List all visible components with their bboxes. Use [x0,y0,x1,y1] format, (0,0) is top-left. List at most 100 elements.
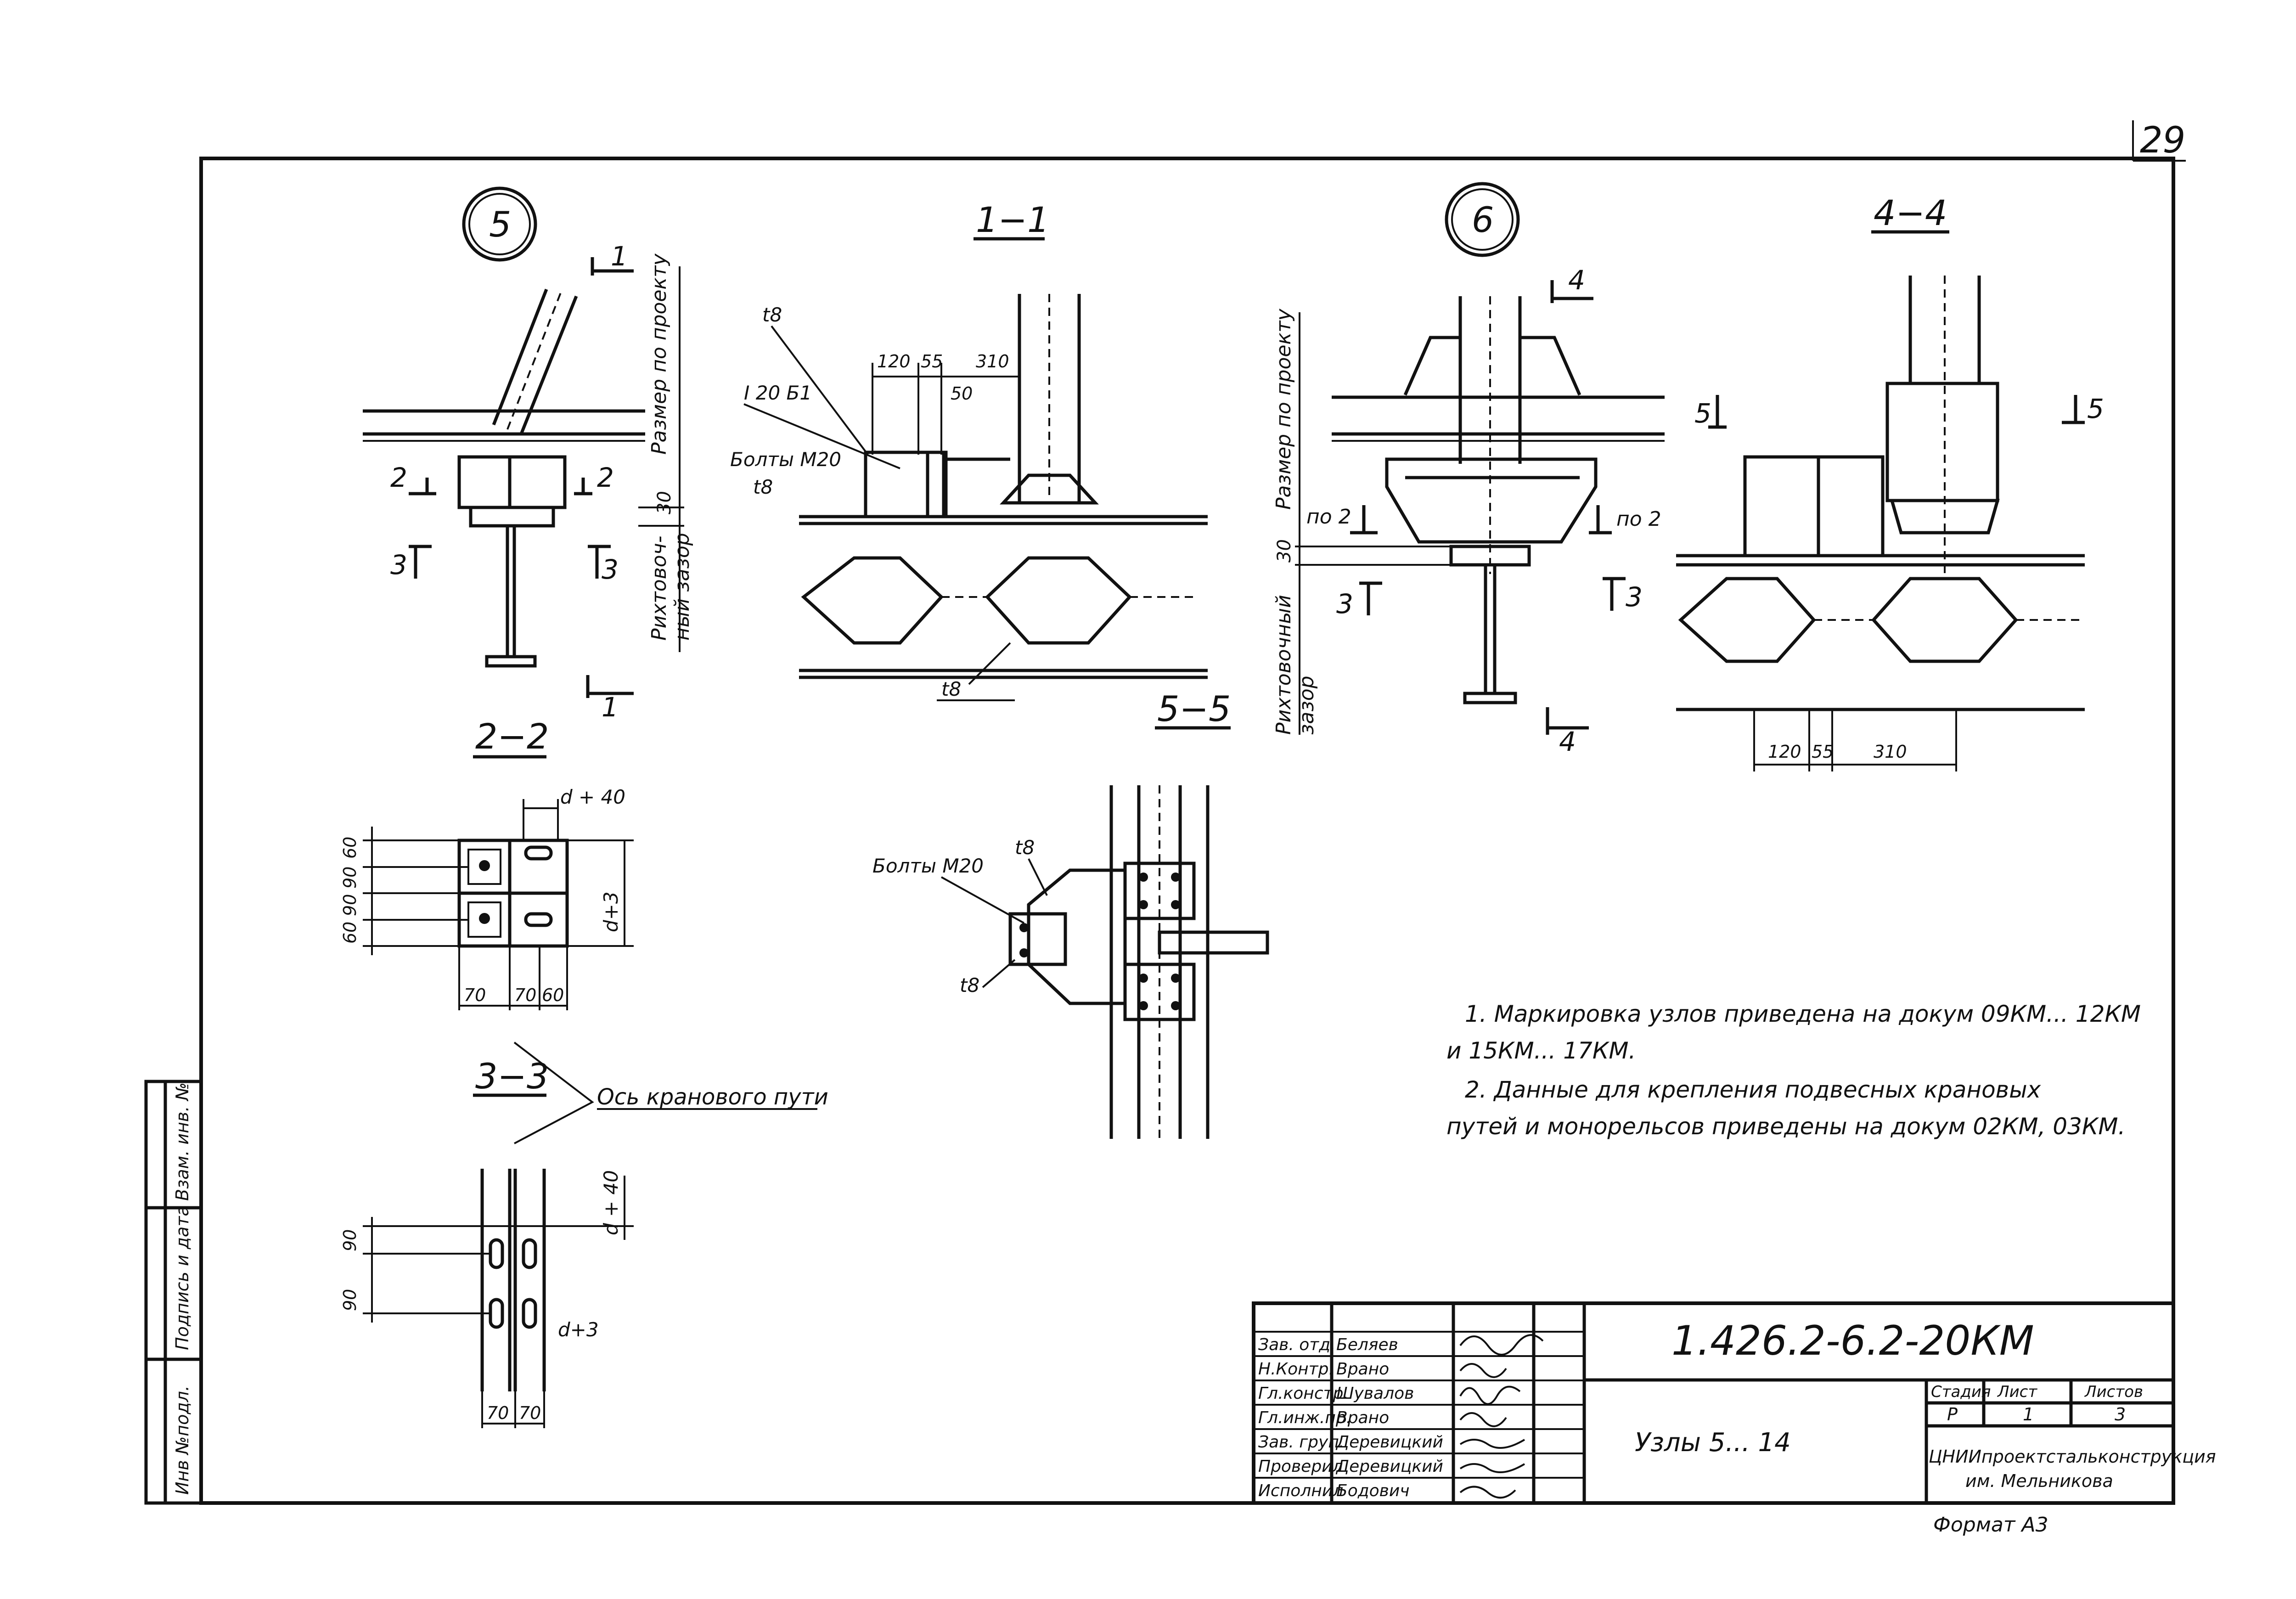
stage-value: Р [1947,1404,1958,1424]
sec44-d120: 120 [1768,742,1801,762]
page-number: 29 [2140,120,2185,161]
section-2-2-plate: 60 90 90 60 70 70 60 d + 40 d+3 [340,786,634,1010]
format-label: Формат А3 [1933,1513,2048,1537]
side-stamp: Инв №подл. Подпись и дата Взам. инв. № [144,1080,203,1505]
node6-mark-2-left: по 2 [1306,505,1351,529]
sheet-value: 1 [2023,1404,2034,1424]
sec11-d55: 55 [921,351,943,372]
sec33-v90b: 90 [340,1289,360,1311]
node-5-zazor-2: ный зазор [670,533,694,641]
mark-2-left: 2 [390,462,407,493]
sec33-h70a: 70 [487,1403,509,1423]
tb-role-2: Н.Контр. [1258,1360,1334,1379]
sec33-d40: d + 40 [600,1170,622,1235]
sec22-h70b: 70 [514,985,536,1005]
sec33-h70b: 70 [519,1403,541,1423]
tb-name-6: Деревицкий [1335,1457,1443,1476]
sheet-header: Лист [1997,1383,2037,1401]
sec11-bolts: Болты М20 [730,448,841,471]
node-6-zazor-2: зазор [1295,676,1318,735]
node6-mark-4-top: 4 [1568,265,1585,296]
document-code: 1.426.2-6.2-20КМ [1671,1317,2034,1364]
node-5-zazor-1: Рихтовоч- [647,536,671,641]
sec44-d55: 55 [1812,742,1834,762]
title-block: Зав. отд. Беляев Н.Контр. Врано Гл.конст… [1252,1301,2216,1505]
section-2-2-title: 2−2 [475,716,549,757]
sec11-d120: 120 [877,351,911,372]
note-line-1: 1. Маркировка узлов приведена на докум 0… [1465,1001,2141,1027]
sec22-d3: d+3 [600,891,622,932]
node-6-zazor-1: Рихтовочный [1272,595,1295,735]
sec55-t8-bottom: t8 [960,974,979,997]
node-5-detail: 5 1 2 2 3 3 1 Размер по проекту Рихтовоч… [363,186,694,759]
stamp-signature: Подпись и дата [172,1205,192,1350]
section-5-5-detail: Болты М20 t8 t8 [872,785,1269,1139]
mark-1-top: 1 [611,241,628,272]
sec22-h60: 60 [542,985,564,1005]
sheets-header: Листов [2084,1383,2143,1401]
drawing-frame [199,157,2175,1505]
notes-block: 1. Маркировка узлов приведена на докум 0… [1446,1001,2141,1140]
node6-mark-2-right: по 2 [1616,507,1661,531]
tb-role-7: Исполнил [1258,1481,1343,1500]
section-5-5-title: 5−5 [1157,688,1231,729]
section-3-3: 3−3 Ось кранового пути 90 90 d + 40 d+3 … [340,1042,828,1428]
organization-name-2: им. Мельникова [1965,1471,2113,1491]
tb-role-1: Зав. отд. [1258,1335,1336,1354]
sec55-bolts: Болты М20 [872,855,984,877]
node-5-dim-30: 30 [654,491,675,514]
sec22-v60b: 60 [340,922,360,944]
organization-name: ЦНИИпроектстальконструкция [1929,1447,2216,1467]
sheet-title: Узлы 5... 14 [1635,1428,1791,1458]
tb-name-7: Бодович [1336,1481,1410,1500]
sec44-mark-5-left: 5 [1694,398,1711,429]
note-line-2: и 15КМ... 17КМ. [1446,1037,1636,1064]
tb-name-3: Шувалов [1336,1384,1414,1403]
tb-role-5: Зав. груп. [1258,1433,1344,1452]
section-1-1-title: 1−1 [976,199,1049,240]
sec55-t8-top: t8 [1015,836,1035,859]
sec22-v90b: 90 [340,894,360,916]
section-3-3-title: 3−3 [475,1056,549,1097]
sec11-t8-bottom: t8 [941,678,961,700]
sec11-t8-top: t8 [762,304,782,326]
note-line-3: 2. Данные для крепления подвесных кранов… [1465,1076,2041,1103]
sec22-v60a: 60 [340,837,360,859]
tb-name-1: Беляев [1336,1335,1398,1354]
node-6-razmer: Размер по проекту [1272,308,1295,510]
sec22-v90a: 90 [340,867,360,889]
mark-3-right: 3 [602,554,619,585]
tb-name-4: Врано [1336,1408,1389,1427]
sec33-d3: d+3 [558,1318,599,1341]
stamp-inv: Инв №подл. [172,1385,192,1495]
sec22-d40: d + 40 [560,786,625,808]
stamp-replace: Взам. инв. № [172,1082,192,1201]
note-line-4: путей и монорельсов приведены на докум 0… [1446,1113,2125,1140]
sec33-v90a: 90 [340,1229,360,1251]
sec44-mark-5-right: 5 [2087,393,2104,424]
node-6-label: 6 [1472,199,1494,240]
sec22-h70a: 70 [464,985,486,1005]
tb-role-3: Гл.констр. [1258,1384,1349,1403]
node6-mark-3-right: 3 [1626,581,1643,613]
section-4-4: 4−4 5 5 120 55 310 [1676,192,2104,771]
tb-role-6: Проверил [1258,1457,1343,1476]
mark-1-bottom: 1 [602,692,619,723]
node6-mark-3-left: 3 [1336,588,1353,619]
sec11-t8-mid: t8 [753,476,773,498]
node-5-razmer: Размер по проекту [647,253,671,455]
node-6-detail: 6 4 по 2 по 2 3 3 4 Размер по проекту Ри… [1272,182,1665,757]
sheets-value: 3 [2115,1404,2126,1424]
node-6-dim-30: 30 [1274,539,1295,563]
section-4-4-title: 4−4 [1874,192,1947,233]
stage-header: Стадия [1931,1383,1991,1401]
tb-name-2: Врано [1336,1360,1389,1379]
sec11-d50: 50 [951,383,973,404]
mark-3-left: 3 [390,549,407,580]
crane-axis-label: Ось кранового пути [597,1084,828,1110]
node-5-label: 5 [489,204,511,245]
sec44-d310: 310 [1874,742,1907,762]
sec11-d310: 310 [976,351,1009,372]
tb-name-5: Деревицкий [1335,1433,1443,1452]
